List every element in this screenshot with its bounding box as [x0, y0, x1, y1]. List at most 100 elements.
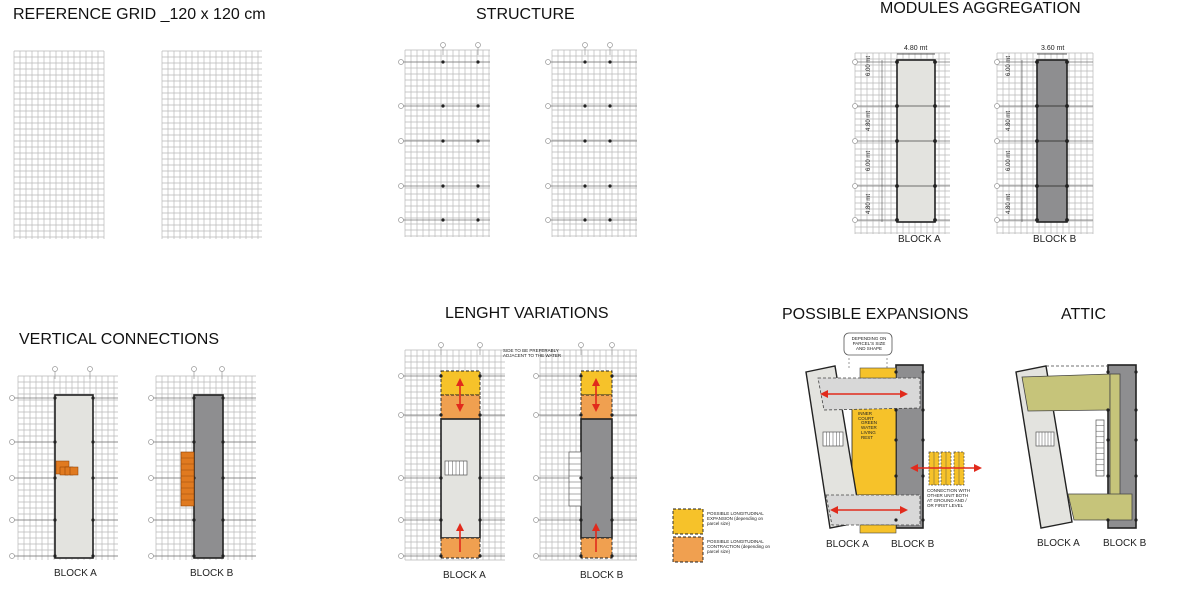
- column-point: [476, 139, 480, 143]
- column-point: [192, 396, 196, 400]
- column-point: [895, 218, 899, 222]
- column-point: [1134, 474, 1138, 478]
- dim-b-2: 4.80 mt: [1006, 110, 1012, 131]
- column-point: [610, 374, 614, 378]
- axis-marker: [9, 439, 15, 445]
- attic-stairs-a: [1035, 431, 1055, 447]
- column-point: [476, 60, 480, 64]
- column-point: [91, 396, 95, 400]
- attic-block-a-label: BLOCK A: [1037, 538, 1080, 549]
- column-point: [895, 184, 899, 188]
- column-point: [583, 218, 587, 222]
- axis-marker: [852, 183, 858, 189]
- inner-court: [851, 399, 897, 496]
- column-point: [1134, 408, 1138, 412]
- axis-marker: [477, 342, 483, 348]
- length-block-a-label: BLOCK A: [443, 570, 486, 581]
- axis-marker: [533, 373, 539, 379]
- expansions-block-b-label: BLOCK B: [891, 539, 935, 550]
- axis-marker: [533, 475, 539, 481]
- vertical-block-a: [54, 394, 94, 559]
- axis-marker: [398, 59, 404, 65]
- column-point: [1106, 408, 1110, 412]
- axis-marker: [398, 183, 404, 189]
- column-point: [921, 370, 925, 374]
- column-point: [610, 476, 614, 480]
- column-point: [1065, 104, 1069, 108]
- column-point: [1035, 60, 1039, 64]
- column-point: [894, 438, 898, 442]
- axis-marker: [9, 475, 15, 481]
- length-stairs-b: [568, 451, 582, 507]
- column-point: [221, 476, 225, 480]
- column-point: [441, 218, 445, 222]
- axis-marker: [545, 103, 551, 109]
- vertical-block-b: [193, 394, 224, 559]
- column-point: [192, 518, 196, 522]
- modules-block-b-label: BLOCK B: [1033, 234, 1077, 245]
- length-stairs-a: [444, 460, 468, 476]
- reference-grid-title: REFERENCE GRID _120 x 120 cm: [13, 6, 266, 23]
- column-point: [895, 104, 899, 108]
- column-point: [583, 104, 587, 108]
- axis-marker: [609, 342, 615, 348]
- column-point: [894, 518, 898, 522]
- axis-marker: [994, 217, 1000, 223]
- stair-block-a: [55, 460, 79, 476]
- attic-side-band: [1109, 373, 1121, 501]
- column-point: [610, 518, 614, 522]
- column-point: [91, 440, 95, 444]
- column-point: [583, 139, 587, 143]
- axis-marker: [398, 517, 404, 523]
- axis-marker: [52, 366, 58, 372]
- stair-outline: [568, 451, 582, 507]
- column-point: [478, 554, 482, 558]
- axis-marker: [148, 517, 154, 523]
- column-point: [1035, 184, 1039, 188]
- column-point: [1065, 60, 1069, 64]
- column-point: [192, 554, 196, 558]
- axis-marker: [994, 103, 1000, 109]
- dim-a-1: 6.00 mt: [866, 55, 872, 76]
- column-point: [439, 374, 443, 378]
- axis-marker: [219, 366, 225, 372]
- top-yellow-strip: [859, 367, 897, 379]
- column-point: [583, 60, 587, 64]
- axis-marker: [607, 42, 613, 48]
- column-point: [579, 413, 583, 417]
- water-note: SIDE TO BE PREFERABLY ADJACENT TO THE WA…: [503, 348, 562, 358]
- depending-note-box: [843, 332, 893, 356]
- column-point: [933, 184, 937, 188]
- axis-marker: [578, 342, 584, 348]
- column-point: [921, 438, 925, 442]
- column-point: [1035, 139, 1039, 143]
- column-point: [1035, 218, 1039, 222]
- axis-marker: [582, 42, 588, 48]
- depending-note: DEPENDING ON PARCEL'S SIZE AND SHAPE: [851, 336, 887, 351]
- length-block-a: [440, 418, 481, 539]
- axis-marker: [9, 395, 15, 401]
- reference-grid-a: [13, 50, 105, 239]
- modules-block-b-width: 3.60 mt: [1041, 45, 1065, 52]
- axis-marker: [994, 183, 1000, 189]
- vertical-block-b-label: BLOCK B: [190, 568, 234, 579]
- column-point: [441, 139, 445, 143]
- axis-marker: [994, 138, 1000, 144]
- legend-contraction-text: POSSIBLE LONGITUDINAL CONTRACTION (depen…: [707, 539, 771, 554]
- structure-grid-a: [404, 49, 490, 237]
- column-point: [1134, 518, 1138, 522]
- axis-marker: [533, 412, 539, 418]
- axis-marker: [148, 439, 154, 445]
- column-point: [608, 184, 612, 188]
- attic-top-band: [1021, 373, 1111, 412]
- column-point: [441, 184, 445, 188]
- attic-bottom-band: [1067, 493, 1133, 521]
- axis-marker: [398, 553, 404, 559]
- column-point: [921, 408, 925, 412]
- column-point: [91, 518, 95, 522]
- axis-marker: [994, 59, 1000, 65]
- axis-marker: [398, 412, 404, 418]
- column-point: [579, 476, 583, 480]
- axis-marker: [398, 103, 404, 109]
